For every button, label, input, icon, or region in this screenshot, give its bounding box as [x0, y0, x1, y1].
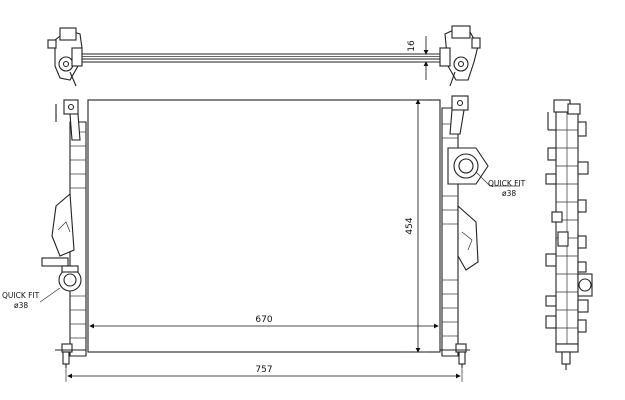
dimension-core-height: 454: [405, 217, 415, 234]
dimension-core-width: 670: [255, 315, 272, 325]
top-view: [47, 25, 481, 87]
callout-left-diameter: ø38: [14, 301, 28, 310]
dimension-top-height: 16: [407, 40, 417, 52]
dimension-overall-width: 757: [255, 365, 272, 375]
callout-right-diameter: ø38: [502, 189, 516, 198]
callout-left-quick-fit: QUICK FIT: [2, 291, 40, 300]
callout-right-quick-fit: QUICK FIT: [488, 179, 526, 188]
side-view: [545, 99, 593, 370]
front-view: [39, 95, 520, 382]
